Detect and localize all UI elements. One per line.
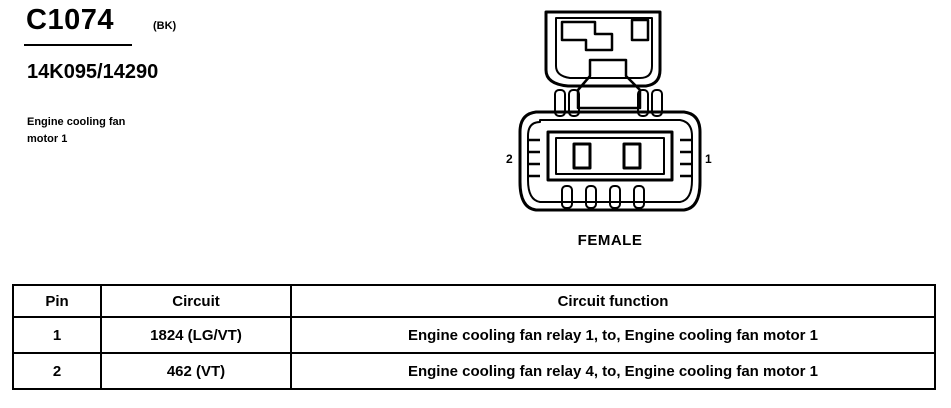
description-line-1: Engine cooling fan	[27, 116, 126, 128]
pin-1-cavity	[622, 142, 642, 170]
right-teeth	[680, 138, 692, 178]
circuit-function-cell: Engine cooling fan relay 4, to, Engine c…	[290, 352, 936, 390]
connector-gender: FEMALE	[577, 232, 643, 249]
connector-id: C1074	[26, 4, 114, 36]
part-number: 14K095/14290	[27, 61, 159, 83]
connector-description: Engine cooling fan motor 1	[27, 114, 125, 148]
pin-2-cavity	[572, 142, 592, 170]
upper-rib-left-2	[568, 89, 580, 117]
bottom-rib-3	[609, 185, 621, 209]
pin-table: Pin Circuit Circuit function 1 1824 (LG/…	[12, 284, 936, 390]
pin-label-right: 1	[705, 152, 712, 166]
upper-rib-right	[637, 89, 649, 117]
table-row: 1 1824 (LG/VT) Engine cooling fan relay …	[12, 316, 936, 354]
latch-stem	[576, 58, 642, 110]
pin-cell: 2	[12, 352, 102, 390]
pin-cavity-frame-inner	[555, 137, 665, 175]
circuit-cell: 1824 (LG/VT)	[100, 316, 292, 354]
circuit-function-cell: Engine cooling fan relay 1, to, Engine c…	[290, 316, 936, 354]
bottom-rib-4	[633, 185, 645, 209]
table-row: 2 462 (VT) Engine cooling fan relay 4, t…	[12, 352, 936, 390]
connector-lower-body	[518, 110, 702, 212]
connector-upper-housing	[544, 10, 662, 88]
pin-cell: 1	[12, 316, 102, 354]
latch-window	[630, 18, 650, 42]
description-line-2: motor 1	[27, 133, 68, 145]
header-pin: Pin	[12, 284, 102, 318]
circuit-cell: 462 (VT)	[100, 352, 292, 390]
table-header-row: Pin Circuit Circuit function	[12, 284, 936, 318]
pin-cavity-frame	[546, 130, 674, 182]
latch-shape	[560, 20, 614, 52]
pin-label-left: 2	[506, 152, 513, 166]
bottom-rib-1	[561, 185, 573, 209]
connector-id-underline	[24, 44, 132, 46]
connector-face-drawing	[518, 10, 702, 212]
left-teeth	[528, 138, 540, 178]
connector-color-code: (BK)	[153, 20, 177, 32]
upper-rib-right-2	[651, 89, 663, 117]
connector-upper-inner	[555, 17, 653, 79]
bottom-rib-2	[585, 185, 597, 209]
header-circuit: Circuit	[100, 284, 292, 318]
upper-rib-left	[554, 89, 566, 117]
header-circuit-function: Circuit function	[290, 284, 936, 318]
